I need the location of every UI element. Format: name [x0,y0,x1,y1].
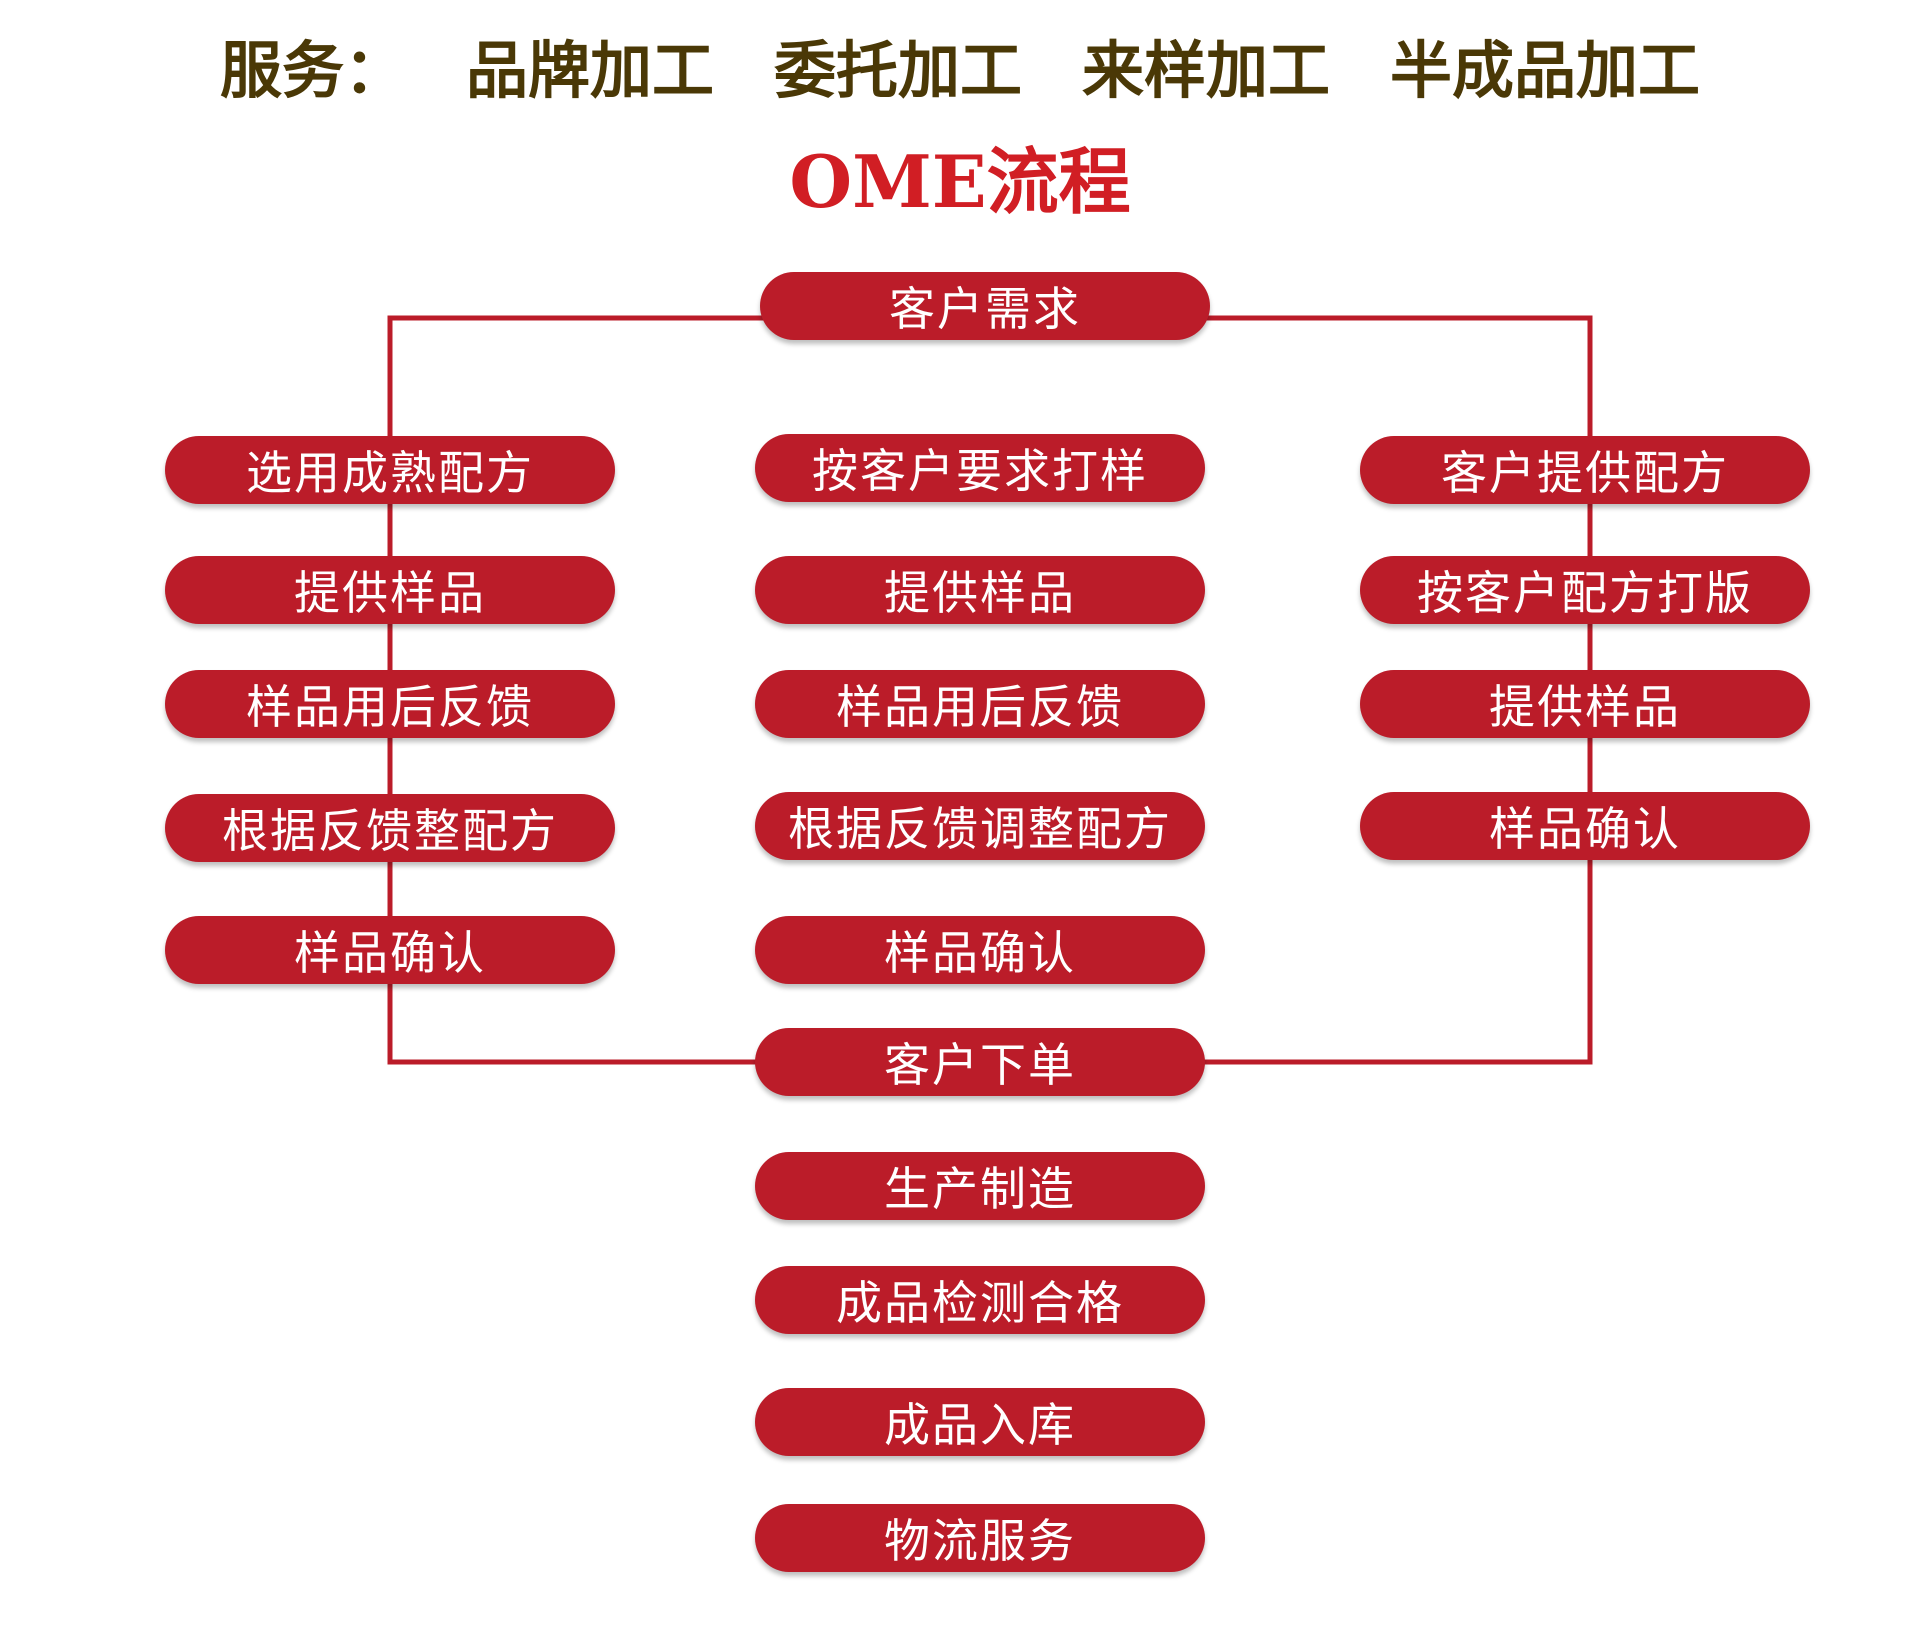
right-step-1: 客户提供配方 [1360,436,1810,504]
node-label: 提供样品 [1489,680,1681,734]
center-step-2: 提供样品 [755,556,1205,624]
node-label: 样品确认 [294,926,486,980]
left-step-1: 选用成熟配方 [165,436,615,504]
node-customer-demand: 客户需求 [760,272,1210,340]
center-step-4: 根据反馈调整配方 [755,792,1205,860]
node-label: 成品检测合格 [836,1276,1124,1330]
node-label: 根据反馈调整配方 [788,802,1172,856]
services-label: 服务： [219,34,406,107]
service-contract-processing: 委托加工 [773,34,1022,107]
node-label: 客户需求 [889,282,1081,336]
center-step-1: 按客户要求打样 [755,434,1205,502]
right-step-4: 样品确认 [1360,792,1810,860]
node-label: 样品确认 [884,926,1076,980]
final-step-3: 成品入库 [755,1388,1205,1456]
node-label: 客户下单 [884,1038,1076,1092]
node-label: 样品确认 [1489,802,1681,856]
node-label: 客户提供配方 [1441,446,1729,500]
node-label: 按客户要求打样 [812,444,1148,498]
right-step-2: 按客户配方打版 [1360,556,1810,624]
node-label: 物流服务 [884,1514,1076,1568]
node-label: 提供样品 [884,566,1076,620]
left-step-5: 样品确认 [165,916,615,984]
left-step-4: 根据反馈整配方 [165,794,615,862]
node-label: 按客户配方打版 [1417,566,1753,620]
node-label: 根据反馈整配方 [222,804,558,858]
node-label: 提供样品 [294,566,486,620]
node-label: 成品入库 [884,1398,1076,1452]
node-label: 样品用后反馈 [246,680,534,734]
service-sample-processing: 来样加工 [1082,34,1331,107]
service-brand-processing: 品牌加工 [465,34,714,107]
node-customer-order: 客户下单 [755,1028,1205,1096]
final-step-1: 生产制造 [755,1152,1205,1220]
right-step-3: 提供样品 [1360,670,1810,738]
node-label: 选用成熟配方 [246,446,534,500]
services-header: 服务： 品牌加工 委托加工 来样加工 半成品加工 [0,20,1920,110]
final-step-2: 成品检测合格 [755,1266,1205,1334]
node-label: 样品用后反馈 [836,680,1124,734]
node-label: 生产制造 [884,1162,1076,1216]
center-step-3: 样品用后反馈 [755,670,1205,738]
service-semi-finished-processing: 半成品加工 [1390,34,1701,107]
left-step-3: 样品用后反馈 [165,670,615,738]
final-step-4: 物流服务 [755,1504,1205,1572]
center-step-5: 样品确认 [755,916,1205,984]
page-title: OME流程 [789,138,1131,224]
left-step-2: 提供样品 [165,556,615,624]
